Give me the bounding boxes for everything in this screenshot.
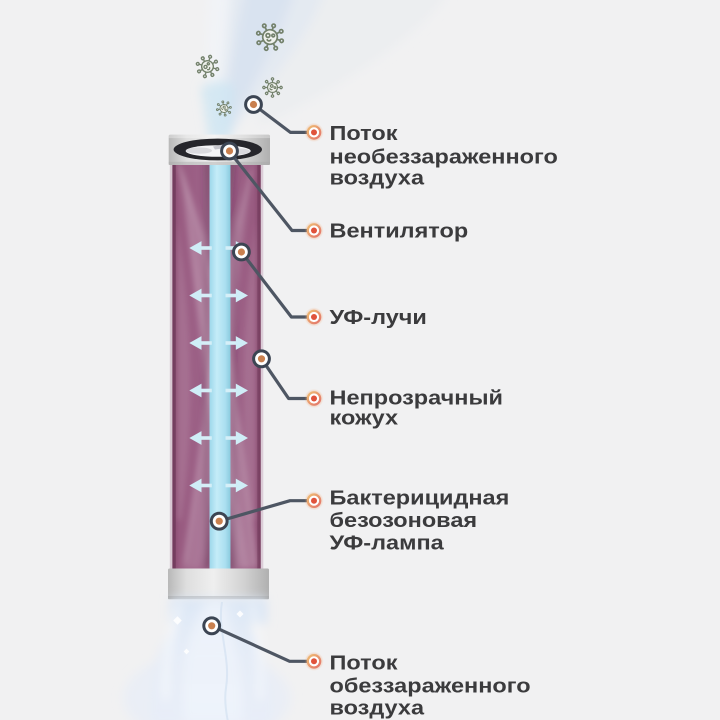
svg-text:УФ-лучи: УФ-лучи [330, 306, 427, 329]
svg-text:Вентилятор: Вентилятор [330, 219, 469, 242]
